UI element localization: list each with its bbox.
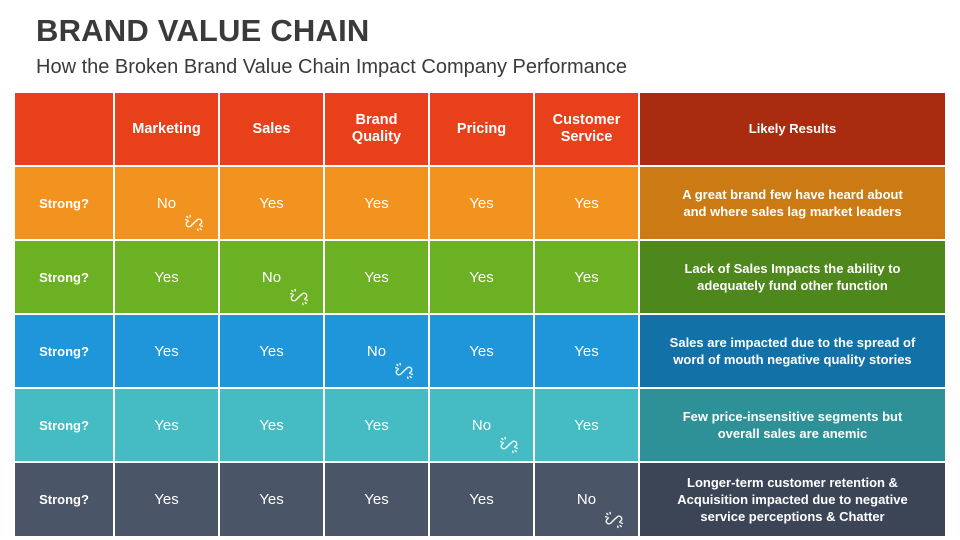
table-row: Strong? Yes Yes Yes No Yes Few price-insensiti… [15,389,945,461]
header-corner-cell [15,93,113,165]
cell-customer-service-row1: Yes [535,167,638,239]
cell-pricing-row1: Yes [430,167,533,239]
result-text: Longer-term customer retention &Acquisit… [677,474,908,525]
row-label-strong-5: Strong? [15,463,113,536]
cell-value: Yes [574,194,599,212]
cell-value: No [156,194,177,212]
cell-value: Yes [574,416,599,434]
cell-brand-quality-row5: Yes [325,463,428,536]
cell-value: Yes [259,342,284,360]
cell-value: Yes [574,342,599,360]
cell-sales-row5: Yes [220,463,323,536]
cell-value: No [261,268,282,286]
column-header-likely-results: Likely Results [640,93,945,165]
cell-value: No [471,416,492,434]
cell-sales-row3: Yes [220,315,323,387]
broken-link-icon [184,213,204,233]
cell-pricing-row5: Yes [430,463,533,536]
table-row: Strong? Yes Yes No Yes Yes Sales are impacted … [15,315,945,387]
row-label-strong-4: Strong? [15,389,113,461]
row-label-strong-2: Strong? [15,241,113,313]
cell-pricing-row3: Yes [430,315,533,387]
cell-value: Yes [469,268,494,286]
cell-value: Yes [364,268,389,286]
cell-marketing-row4: Yes [115,389,218,461]
cell-value: Yes [364,416,389,434]
cell-value: No [576,491,597,508]
cell-value: Yes [364,491,389,508]
cell-customer-service-row3: Yes [535,315,638,387]
page-subtitle: How the Broken Brand Value Chain Impact … [36,55,628,78]
cell-value: Yes [469,491,494,508]
page-title: BRAND VALUE CHAIN [36,13,370,48]
broken-link-icon [499,435,519,455]
cell-sales-row4: Yes [220,389,323,461]
table-row: Strong? Yes Yes Yes Yes No Longer-term custome… [15,463,945,536]
column-header-pricing: Pricing [430,93,533,165]
cell-value: Yes [259,194,284,212]
cell-marketing-row2: Yes [115,241,218,313]
cell-marketing-row1: No [115,167,218,239]
cell-brand-quality-row2: Yes [325,241,428,313]
cell-customer-service-row2: Yes [535,241,638,313]
cell-value: Yes [259,416,284,434]
cell-value: Yes [469,194,494,212]
cell-value: Yes [574,268,599,286]
table-row: Strong? No Yes Yes Yes Yes A great brand few h… [15,167,945,239]
column-header-sales: Sales [220,93,323,165]
cell-brand-quality-row3: No [325,315,428,387]
title-block: BRAND VALUE CHAIN How the Broken Brand V… [36,13,936,79]
row-label-strong-1: Strong? [15,167,113,239]
cell-value: No [366,342,387,360]
cell-value: Yes [364,194,389,212]
row-label-strong-3: Strong? [15,315,113,387]
cell-sales-row2: No [220,241,323,313]
cell-value: Yes [154,342,179,360]
cell-value: Yes [469,342,494,360]
cell-customer-service-row4: Yes [535,389,638,461]
cell-value: Yes [154,491,179,508]
cell-brand-quality-row1: Yes [325,167,428,239]
cell-pricing-row4: No [430,389,533,461]
cell-sales-row1: Yes [220,167,323,239]
cell-likely-results-row5: Longer-term customer retention &Acquisit… [640,463,945,536]
broken-link-icon [604,510,624,530]
cell-marketing-row3: Yes [115,315,218,387]
cell-value: Yes [154,416,179,434]
table-row: Strong? Yes No Yes Yes Yes Lack of Sales Impac… [15,241,945,313]
cell-brand-quality-row4: Yes [325,389,428,461]
cell-value: Yes [259,491,284,508]
cell-marketing-row5: Yes [115,463,218,536]
cell-customer-service-row5: No [535,463,638,536]
broken-link-icon [289,287,309,307]
cell-value: Yes [154,268,179,286]
broken-link-icon [394,361,414,381]
cell-pricing-row2: Yes [430,241,533,313]
column-header-marketing: Marketing [115,93,218,165]
